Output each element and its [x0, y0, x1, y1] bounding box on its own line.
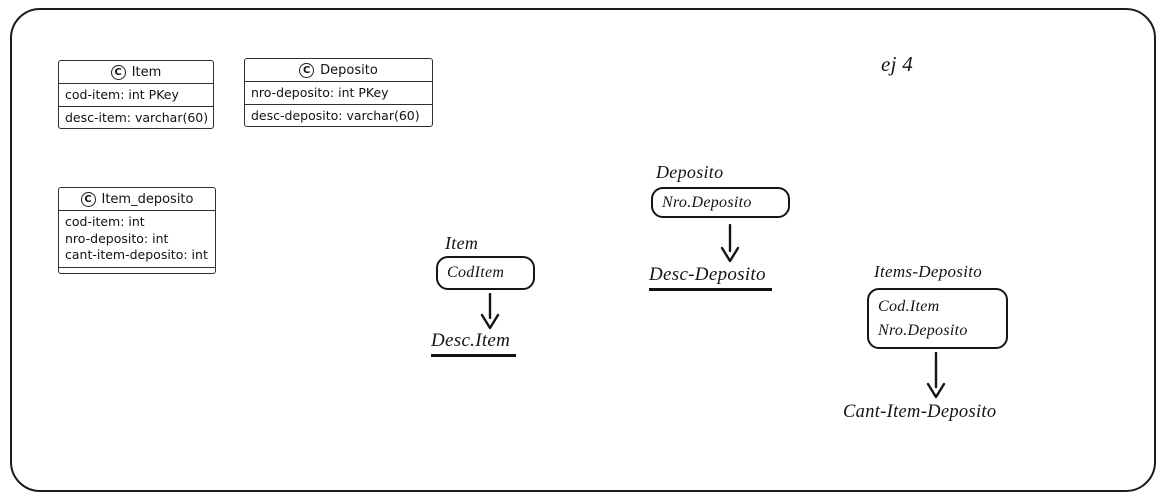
class-attribute: nro-deposito: int PKey	[245, 81, 432, 104]
fd-deposito-title: Deposito	[656, 162, 724, 182]
class-title: Item_deposito	[101, 192, 194, 207]
class-stereotype-icon: C	[80, 192, 96, 207]
class-attribute: desc-deposito: varchar(60)	[245, 103, 432, 127]
fd-determinant: CodItem	[447, 264, 505, 281]
class-stereotype-icon: C	[299, 63, 315, 78]
class-stereotype-icon: C	[110, 65, 126, 80]
class-box-deposito: C Deposito nro-deposito: int PKey desc-d…	[244, 58, 433, 127]
fd-determinant: Nro.Deposito	[662, 193, 752, 211]
down-arrow-icon	[720, 224, 740, 263]
class-attributes-compartment: cod-item: int nro-deposito: int cant-ite…	[59, 210, 215, 267]
fd-item-dependent: Desc.Item	[431, 330, 517, 357]
fd-items-deposito-determinant-pill: Cod.Item Nro.Deposito	[867, 288, 1008, 349]
fd-item-determinant-pill: CodItem	[436, 256, 535, 290]
fd-deposito-determinant-pill: Nro.Deposito	[651, 187, 790, 218]
class-header: C Item_deposito	[59, 188, 215, 210]
fd-items-deposito-title: Items-Deposito	[874, 262, 983, 281]
fd-determinant: Nro.Deposito	[878, 321, 968, 339]
fd-items-deposito-dependent: Cant-Item-Deposito	[843, 402, 997, 422]
class-attribute: nro-deposito: int	[65, 230, 169, 246]
class-header: C Deposito	[245, 59, 432, 81]
class-attribute: desc-item: varchar(60)	[59, 105, 213, 129]
fd-deposito-dependent: Desc-Deposito	[649, 264, 772, 291]
canvas-frame	[10, 8, 1156, 492]
class-attribute: cod-item: int PKey	[59, 83, 213, 106]
down-arrow-icon	[480, 293, 500, 330]
class-title: Item	[131, 65, 162, 80]
class-title: Deposito	[320, 63, 378, 78]
fd-item-title: Item	[445, 233, 479, 253]
class-attribute: cant-item-deposito: int	[65, 247, 208, 262]
exercise-label: ej 4	[881, 52, 914, 76]
class-box-item: C Item cod-item: int PKey desc-item: var…	[58, 60, 214, 129]
fd-determinant: Cod.Item	[878, 297, 940, 315]
class-header: C Item	[59, 61, 213, 83]
class-box-item-deposito: C Item_deposito cod-item: int nro-deposi…	[58, 187, 216, 274]
down-arrow-icon	[926, 352, 946, 399]
class-attribute: cod-item: int	[65, 214, 145, 229]
class-empty-compartment	[59, 266, 215, 273]
